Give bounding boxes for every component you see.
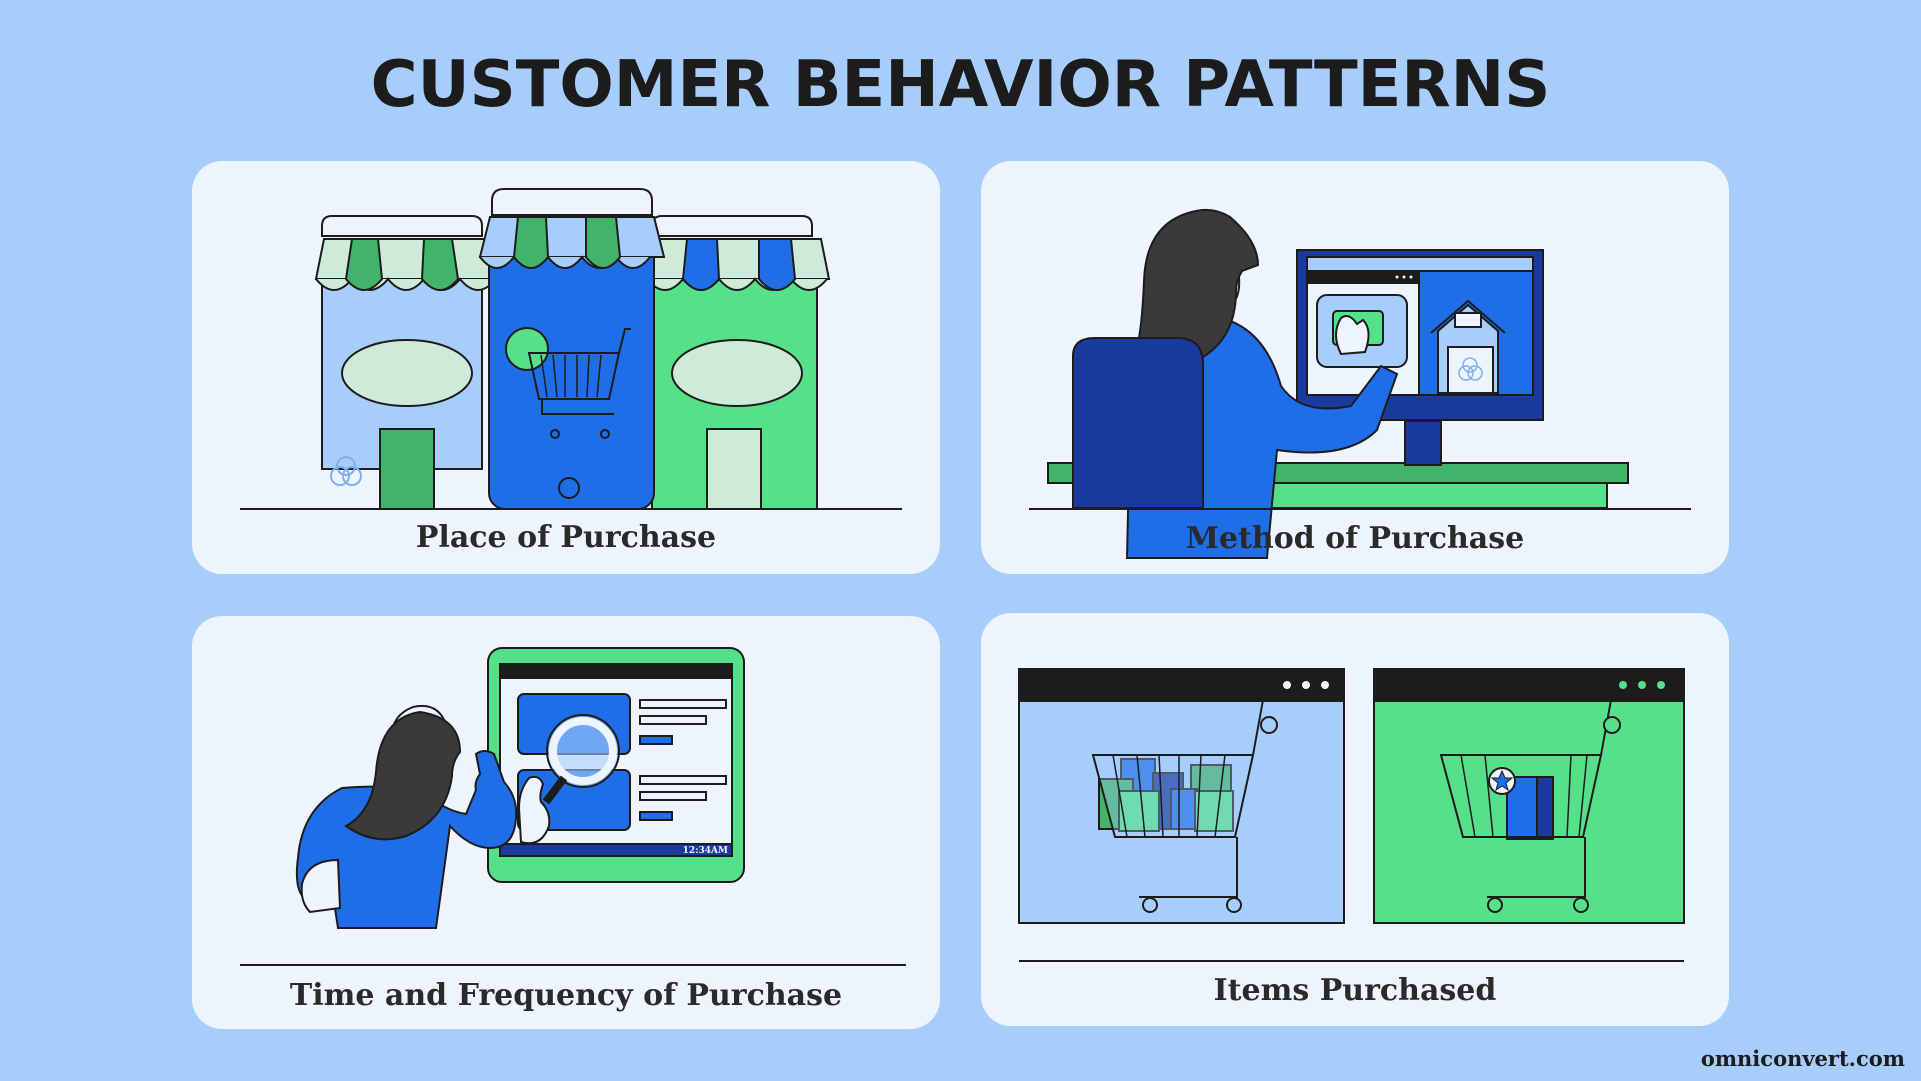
card-label: Items Purchased (1213, 973, 1497, 1008)
card-method-of-purchase: Method of Purchase (981, 161, 1729, 574)
card-label: Method of Purchase (1185, 521, 1525, 556)
storefronts-illustration (240, 188, 902, 510)
shopper-figure (1072, 208, 1399, 559)
searching-shopper-illustration: 12:34AM (240, 647, 906, 966)
searcher-figure (295, 705, 551, 929)
card-label: Time and Frequency of Purchase (289, 978, 843, 1013)
card-time-and-frequency: 12:34AM Time and Frequency of Purchase (192, 616, 940, 1029)
tablet (487, 647, 745, 883)
card-items-purchased: Items Purchased (981, 613, 1729, 1026)
browser-window-left (1018, 668, 1345, 924)
page-title: CUSTOMER BEHAVIOR PATTERNS (370, 48, 1551, 122)
watermark: omniconvert.com (1700, 1046, 1905, 1071)
screen-time: 12:34AM (683, 846, 728, 856)
left-store (314, 215, 500, 510)
card-label: Place of Purchase (415, 520, 717, 555)
browser-window-right (1373, 668, 1685, 924)
right-store (645, 215, 831, 510)
online-shopper-illustration (1029, 208, 1691, 559)
shopping-carts-illustration (1018, 668, 1685, 962)
center-store (478, 188, 666, 510)
card-place-of-purchase: Place of Purchase (192, 161, 940, 574)
